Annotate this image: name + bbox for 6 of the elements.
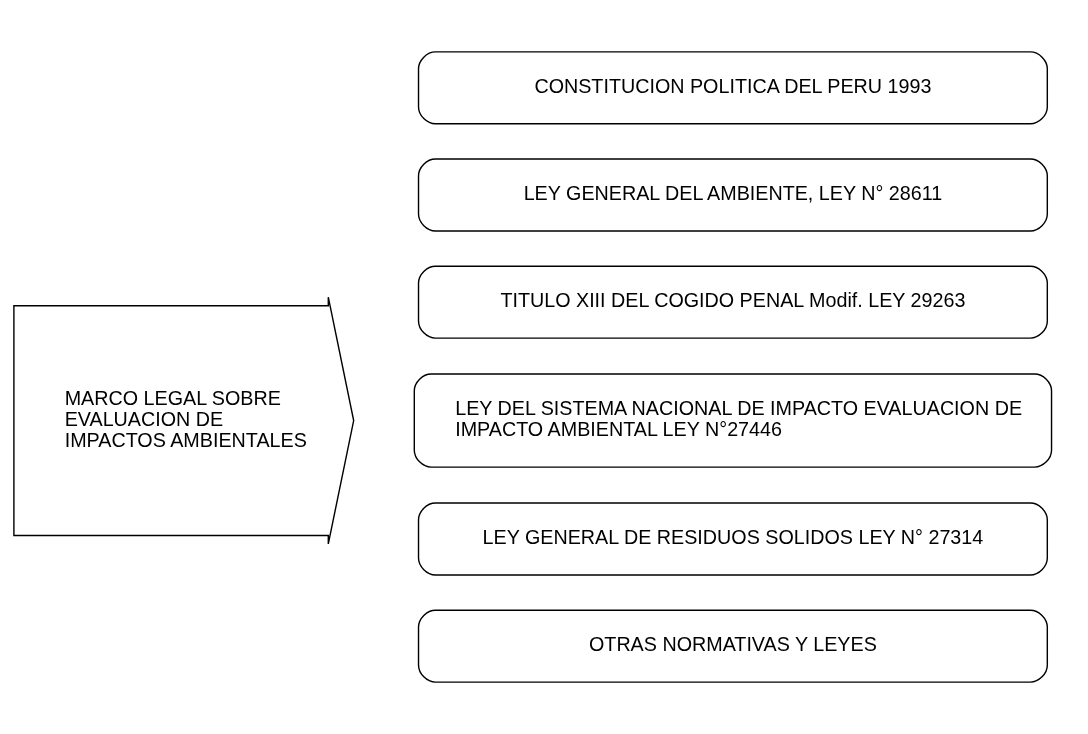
node-box: LEY DEL SISTEMA NACIONAL DE IMPACTO EVALUACION DE IMPACTO AMBIENTAL LEY N°27446	[413, 373, 1053, 468]
node-box: OTRAS NORMATIVAS Y LEYES	[417, 609, 1048, 683]
node-box: TITULO XIII DEL COGIDO PENAL Modif. LEY 29263	[417, 265, 1048, 339]
node-box: LEY GENERAL DE RESIDUOS SOLIDOS LEY N° 27314	[417, 502, 1048, 576]
node-box: CONSTITUCION POLITICA DEL PERU 1993	[417, 51, 1048, 125]
node-box: LEY GENERAL DEL AMBIENTE, LEY N° 28611	[417, 158, 1048, 232]
